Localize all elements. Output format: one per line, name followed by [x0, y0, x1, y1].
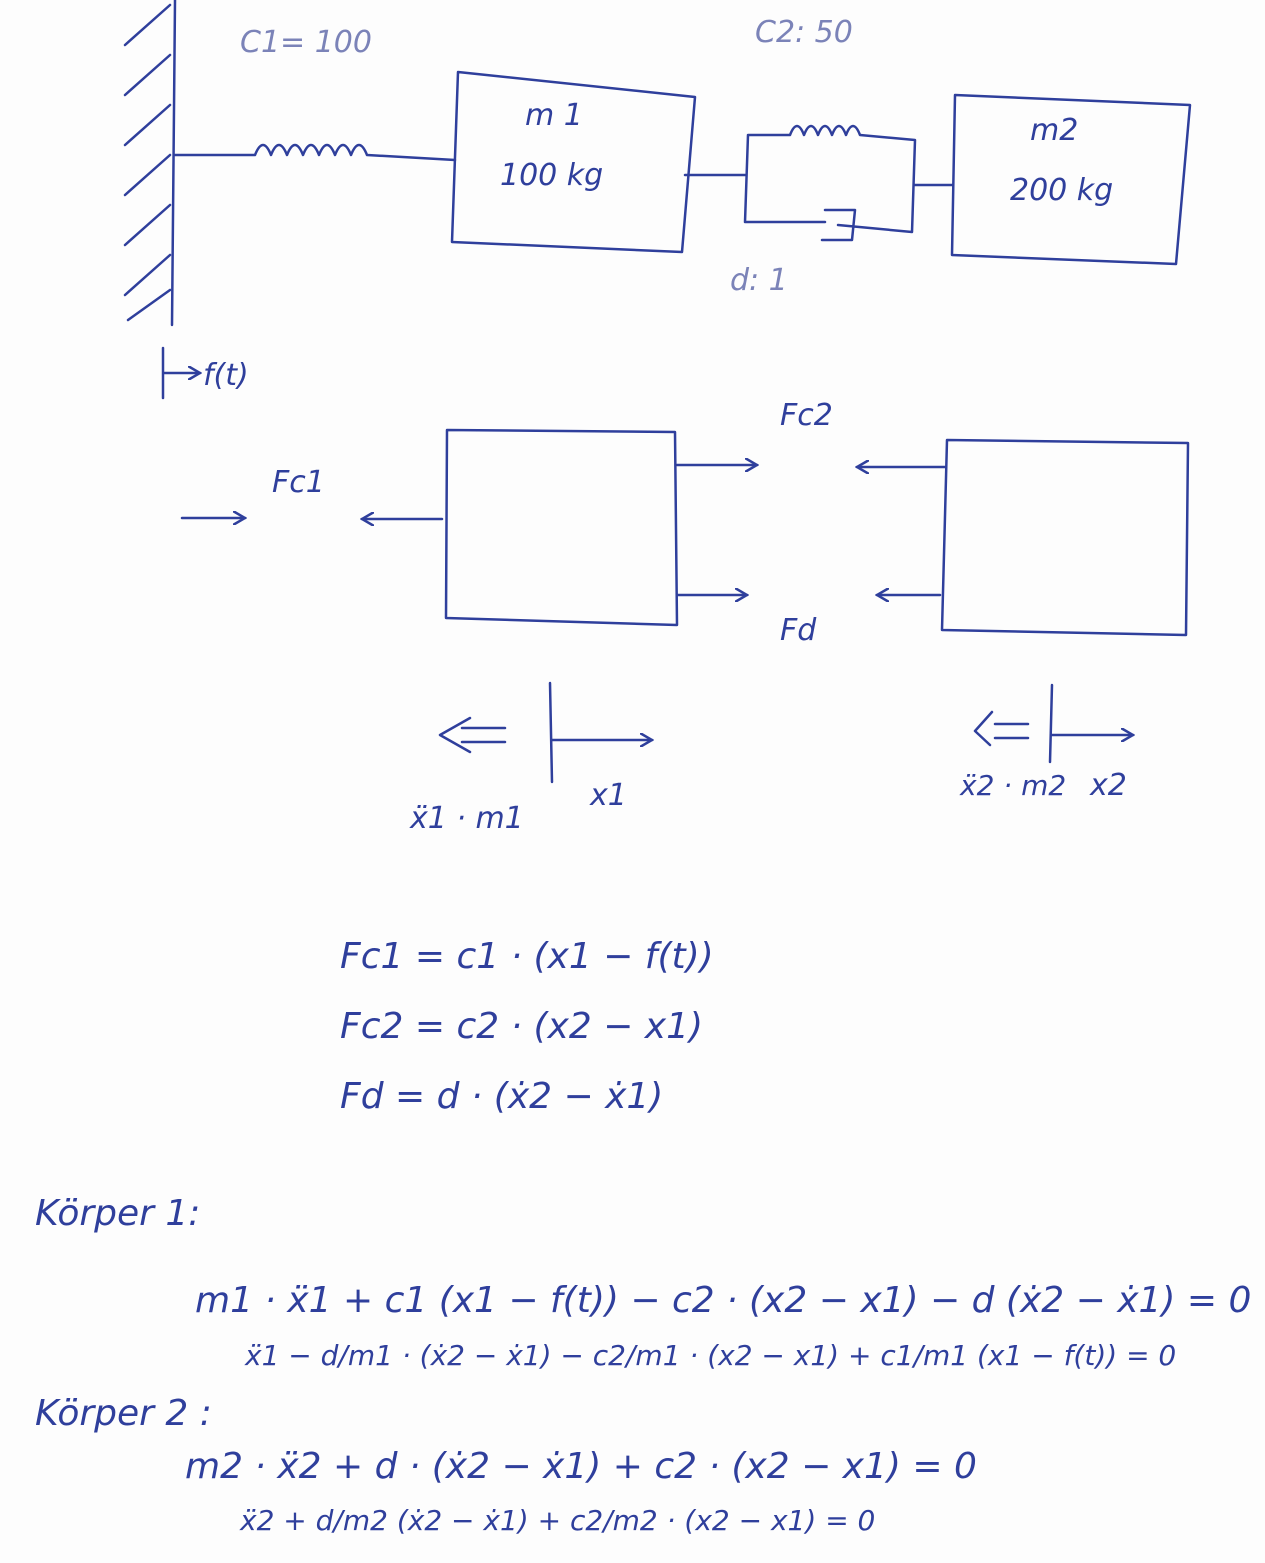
body1-title: Körper 1: — [35, 1193, 200, 1234]
body2-title: Körper 2 : — [35, 1393, 212, 1434]
inertia1-label: ẍ1 · m1 — [409, 801, 524, 836]
mass-m1: m 1 100 kg — [450, 70, 697, 254]
coordinate-x2: ẍ2 · m2 x2 — [959, 683, 1133, 803]
c1-label: C1= 100 — [240, 25, 372, 60]
force-equation-fc2: Fc2 = c2 · (x2 − x1) — [340, 1006, 703, 1047]
spring-c1 — [173, 143, 457, 162]
mass-m2: m2 200 kg — [950, 93, 1192, 266]
input-label: f(t) — [203, 358, 249, 393]
input-displacement: f(t) — [161, 346, 249, 400]
coordinate-x1: ẍ1 · m1 x1 — [409, 681, 652, 836]
fc1-label: Fc1 — [272, 465, 325, 500]
m1-mass: 100 kg — [500, 158, 603, 193]
x2-label: x2 — [1089, 768, 1127, 803]
body2-equation-2: ẍ2 + d/m2 (ẋ2 − ẋ1) + c2/m2 · (x2 − x1) … — [239, 1504, 875, 1537]
force-equation-fc1: Fc1 = c1 · (x1 − f(t)) — [340, 936, 714, 977]
x1-label: x1 — [589, 778, 627, 813]
fc2-label: Fc2 — [780, 398, 833, 433]
fbd-box-2 — [940, 438, 1190, 637]
inertia2-label: ẍ2 · m2 — [959, 769, 1066, 802]
force-equation-fd: Fd = d · (ẋ2 − ẋ1) — [340, 1076, 663, 1117]
body1-equation-1: m1 · ẍ1 + c1 (x1 − f(t)) − c2 · (x2 − x1… — [195, 1280, 1251, 1321]
fd-label: Fd — [780, 613, 817, 648]
m2-mass: 200 kg — [1010, 173, 1113, 208]
body2-equation-1: m2 · ẍ2 + d · (ẋ2 − ẋ1) + c2 · (x2 − x1)… — [185, 1446, 977, 1487]
m1-name: m 1 — [525, 98, 583, 133]
d-label: d: 1 — [730, 263, 788, 298]
fbd-box-1 — [444, 428, 679, 627]
body1-equation-2: ẍ1 − d/m1 · (ẋ2 − ẋ1) − c2/m1 · (x2 − x1… — [244, 1339, 1176, 1372]
wall — [123, 0, 177, 327]
c2-label: C2: 50 — [755, 15, 853, 50]
spring-damper — [683, 124, 954, 242]
m2-name: m2 — [1030, 113, 1078, 148]
